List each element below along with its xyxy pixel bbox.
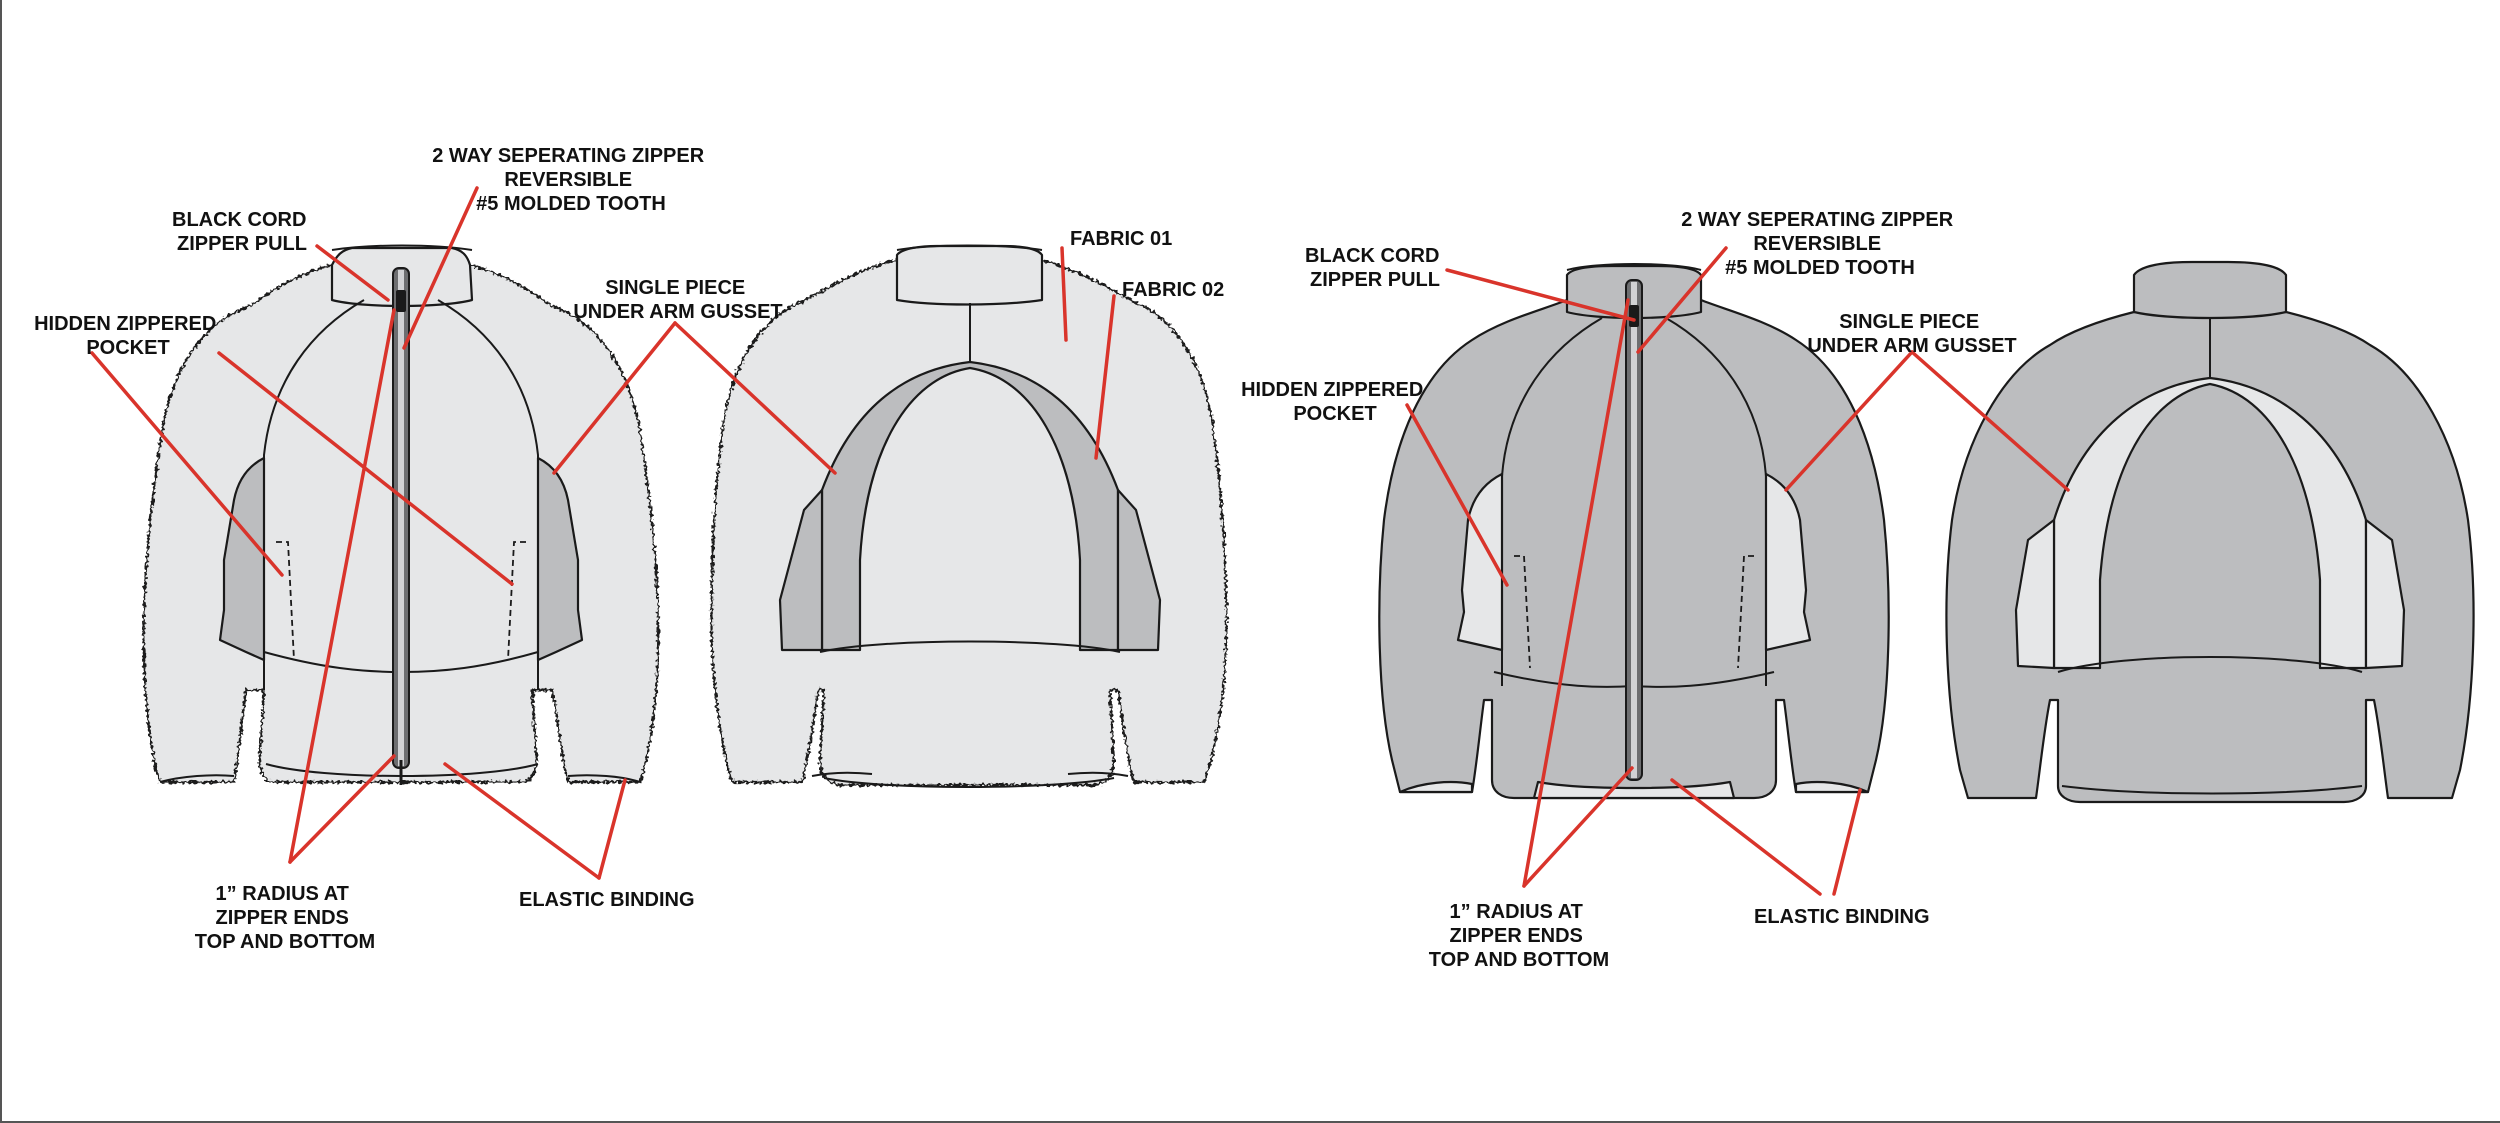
shell-jacket-back bbox=[1945, 260, 2475, 804]
gusset-label: SINGLE PIECE UNDER ARM GUSSET bbox=[573, 277, 782, 323]
shell-back-body bbox=[1945, 310, 2475, 804]
zipper-spec-label: 2 WAY SEPERATING ZIPPER REVERSIBLE #5 MO… bbox=[432, 145, 710, 215]
shell-front-gusset-right bbox=[1764, 472, 1812, 652]
fabric-01-label: FABRIC 01 bbox=[1070, 228, 1172, 250]
fleece-front-gusset-left bbox=[218, 456, 266, 662]
zipper-spec-label: 2 WAY SEPERATING ZIPPER REVERSIBLE #5 MO… bbox=[1681, 209, 1959, 279]
zipper-radius-label: 1” RADIUS AT ZIPPER ENDS TOP AND BOTTOM bbox=[1429, 901, 1609, 971]
elastic-binding-label: ELASTIC BINDING bbox=[519, 889, 695, 911]
gusset-label: SINGLE PIECE UNDER ARM GUSSET bbox=[1807, 311, 2016, 357]
elastic-binding-label: ELASTIC BINDING bbox=[1754, 906, 1930, 928]
zipper-radius-label: 1” RADIUS AT ZIPPER ENDS TOP AND BOTTOM bbox=[195, 883, 375, 953]
fleece-front-gusset-right bbox=[536, 456, 584, 662]
leader-lines bbox=[90, 186, 2070, 896]
fleece-jacket-back bbox=[710, 244, 1228, 788]
shell-jacket-front bbox=[1378, 263, 1890, 800]
shell-back-gusset bbox=[2052, 376, 2368, 670]
zipper-pull-label: BLACK CORD ZIPPER PULL bbox=[1305, 245, 1445, 291]
pocket-label: HIDDEN ZIPPERED POCKET bbox=[34, 313, 222, 359]
left-callouts: 2 WAY SEPERATING ZIPPER REVERSIBLE #5 MO… bbox=[34, 145, 1224, 953]
fleece-back-body bbox=[710, 258, 1228, 787]
zipper-pull-label: BLACK CORD ZIPPER PULL bbox=[172, 209, 312, 255]
pocket-label: HIDDEN ZIPPERED POCKET bbox=[1241, 379, 1429, 425]
fleece-back-gusset bbox=[820, 360, 1120, 652]
right-callouts: 2 WAY SEPERATING ZIPPER REVERSIBLE #5 MO… bbox=[1241, 209, 2017, 971]
fabric-02-label: FABRIC 02 bbox=[1122, 279, 1224, 301]
